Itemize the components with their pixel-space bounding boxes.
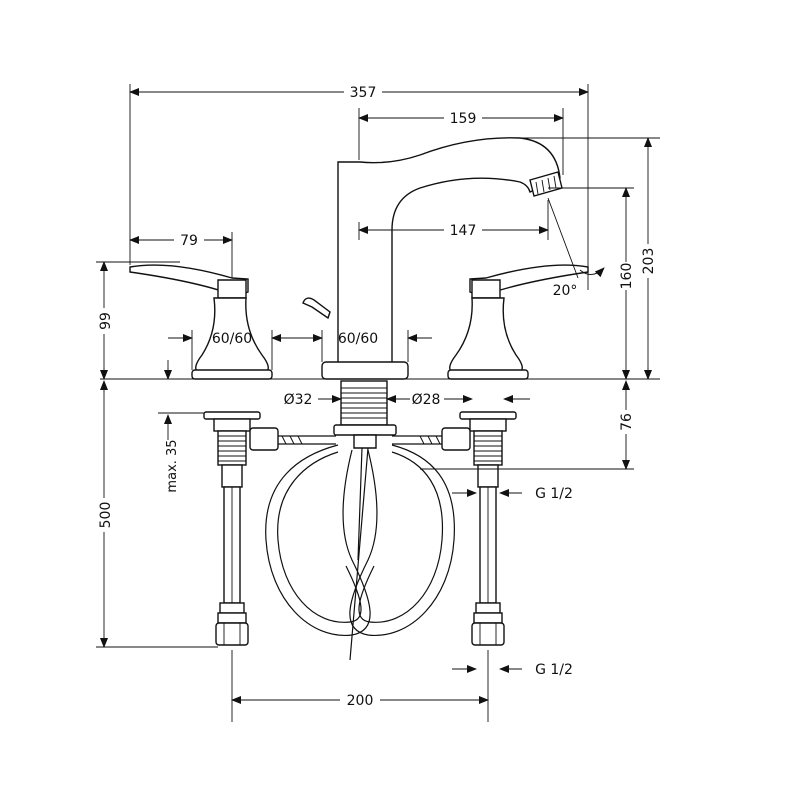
dim-total-height: 203	[641, 248, 657, 275]
dim-overall-width: 357	[350, 85, 377, 101]
right-valve-shank	[392, 411, 517, 488]
dim-left-rosette: 60/60	[212, 331, 252, 347]
connecting-hose-loops	[265, 444, 455, 636]
pop-up-lever	[302, 297, 331, 320]
left-handle-valve	[129, 264, 273, 380]
dim-hose-length: 500	[98, 502, 114, 529]
dim-shank-length: 76	[619, 413, 635, 431]
right-rosette	[447, 369, 529, 380]
dim-handle-height: 99	[98, 312, 114, 330]
dim-spray-angle: 20°	[553, 283, 578, 299]
right-hose	[471, 486, 505, 646]
dim-center-spacing: 200	[347, 693, 374, 709]
left-rosette	[191, 369, 273, 380]
dim-valve-hole: Ø28	[412, 392, 441, 408]
dim-max-deck: max. 35	[165, 439, 180, 492]
dim-hose-thread: G 1/2	[535, 662, 573, 678]
dim-handle-reach: 79	[180, 233, 198, 249]
dimension-labels: 357 159 147 79 99 500 160 203 76 max. 35…	[97, 84, 657, 709]
dim-spout-depth: 147	[450, 223, 477, 239]
dim-spout-rosette: 60/60	[338, 331, 378, 347]
spout-body	[337, 137, 561, 371]
spout-shank	[333, 380, 397, 661]
spout	[302, 137, 563, 380]
spout-rosette	[321, 361, 409, 380]
left-hose	[215, 486, 249, 646]
right-handle-body	[449, 297, 523, 373]
dim-spout-reach: 159	[450, 111, 477, 127]
dim-outlet-height: 160	[619, 263, 635, 290]
dim-spout-hole: Ø32	[284, 392, 313, 408]
left-valve-shank	[203, 411, 336, 488]
dim-valve-thread: G 1/2	[535, 486, 573, 502]
right-handle-valve	[447, 264, 589, 380]
